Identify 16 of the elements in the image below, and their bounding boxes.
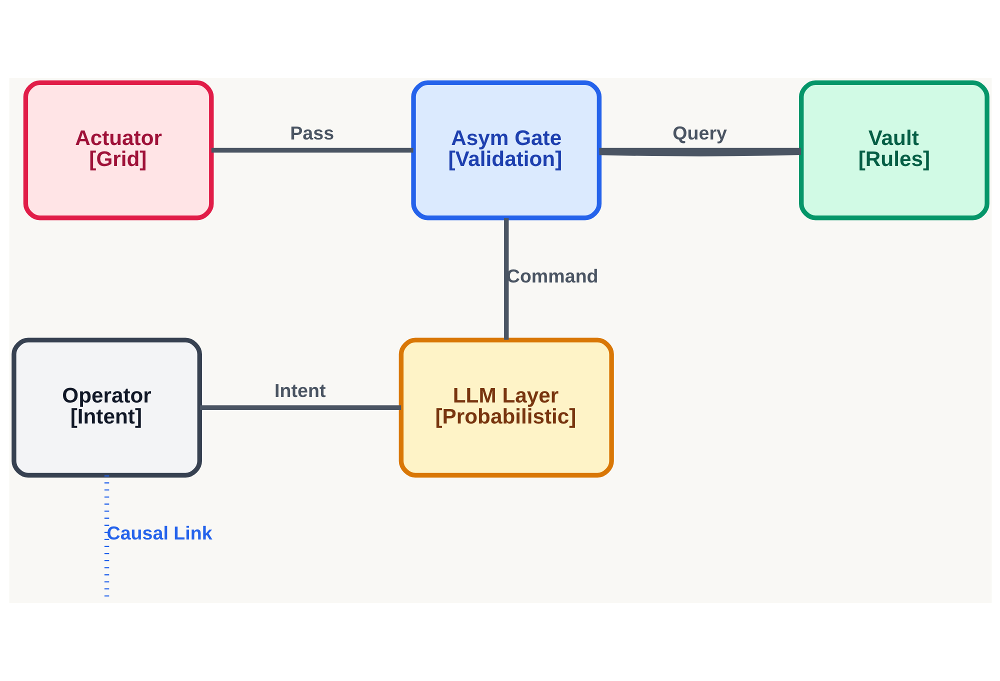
connector <box>598 148 801 153</box>
edge-label: Causal Link <box>106 522 212 544</box>
connector <box>504 218 508 340</box>
node-box: Operator [Intent] <box>11 338 202 478</box>
node-box: LLM Layer [Probabilistic] <box>398 338 614 478</box>
edge-label: Intent <box>274 380 326 401</box>
edge-label: Command <box>506 265 598 286</box>
connector <box>210 148 413 153</box>
node-box: Actuator [Grid] <box>22 80 214 220</box>
node-box: Asym Gate [Validation] <box>410 80 602 220</box>
edge-label: Query <box>672 122 726 144</box>
connector <box>598 150 801 156</box>
connector <box>199 405 401 410</box>
node-box: Vault [Rules] <box>798 80 989 220</box>
edge-label: Pass <box>290 122 334 144</box>
connector <box>104 475 109 598</box>
